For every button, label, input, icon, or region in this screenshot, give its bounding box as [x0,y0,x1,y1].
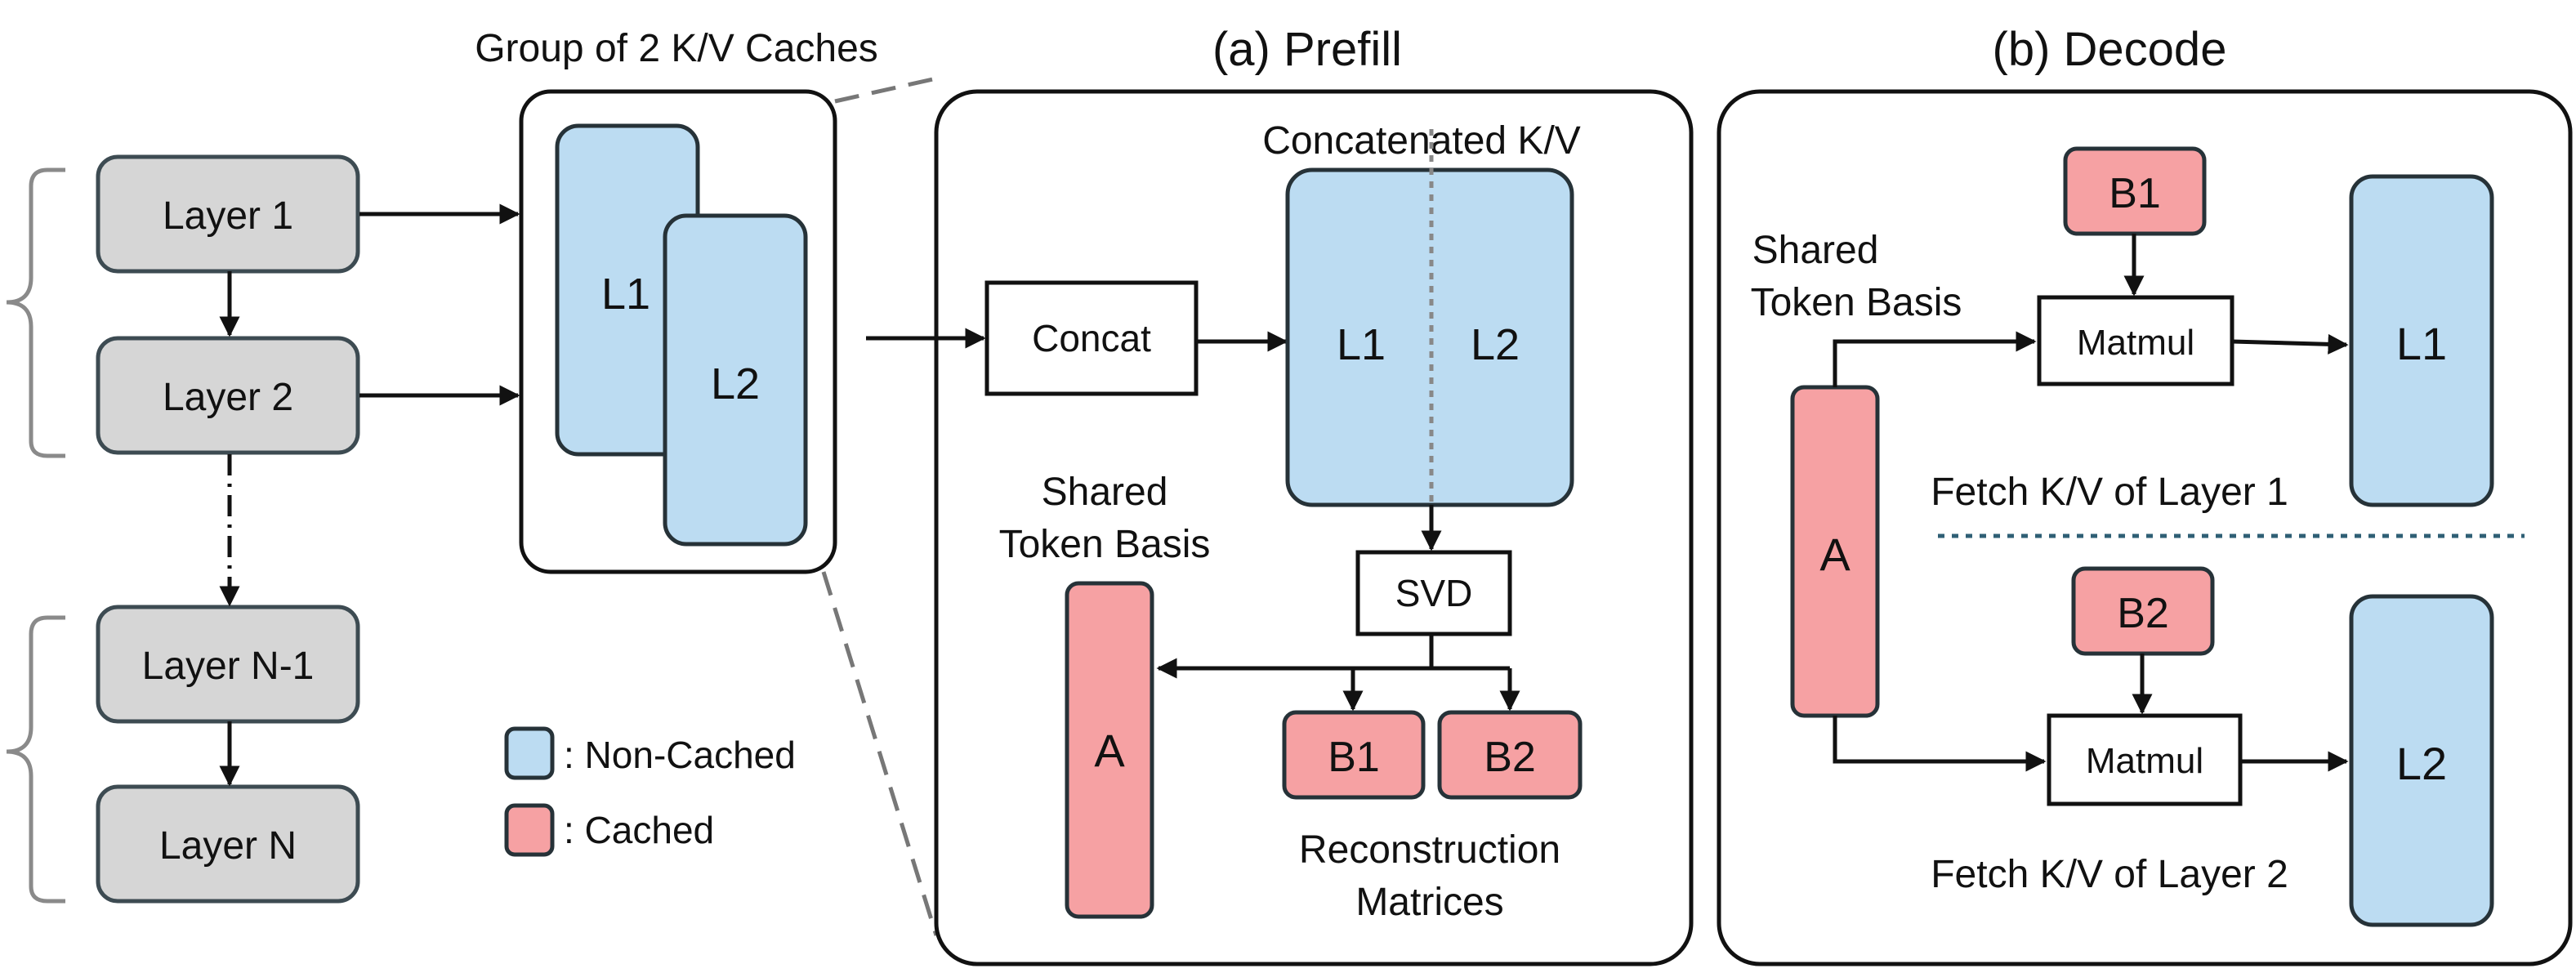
layer-2-box: Layer 2 [96,336,360,455]
decode-l1-label: L1 [2396,318,2447,369]
decode-b2-matrix: B2 [2071,566,2215,656]
group-l2-cache: L2 [663,213,808,547]
group-l2-label: L2 [711,359,760,408]
decode-shared-basis-line2: Token Basis [1751,281,1962,324]
brace-bottom [6,615,65,904]
prefill-b2-label: B2 [1484,734,1536,781]
concatenated-kv-label: Concatenated K/V [1262,119,1581,163]
decode-b2-label: B2 [2117,590,2169,637]
layer-1-label: Layer 1 [163,194,293,238]
layer-n-box: Layer N [96,784,360,904]
prefill-shared-basis-line2: Token Basis [999,523,1211,566]
decode-l2-label: L2 [2396,738,2447,789]
reconstruction-line1: Reconstruction [1299,828,1560,872]
group-title: Group of 2 K/V Caches [475,27,878,70]
svd-box: SVD [1355,550,1512,636]
concatenated-l2-label: L2 [1471,320,1520,369]
matmul2-label: Matmul [2086,741,2203,781]
matmul1-box: Matmul [2037,295,2234,386]
legend-cached-label: : Cached [564,809,714,851]
fetch-layer2-label: Fetch K/V of Layer 2 [1931,853,2288,896]
decode-l1-cache: L1 [2349,174,2494,507]
prefill-shared-basis-line1: Shared [1042,471,1168,514]
matmul1-label: Matmul [2077,323,2194,363]
layer-n-label: Layer N [159,824,297,868]
layer-n-minus-1-label: Layer N-1 [142,645,315,688]
group-l1-cache: L1 [555,123,700,457]
prefill-b2-matrix: B2 [1437,710,1583,800]
brace-top [6,167,65,458]
concat-box: Concat [984,280,1199,396]
prefill-title: (a) Prefill [1212,23,1402,76]
cache-group-panel [519,89,837,574]
decode-shared-basis-line1: Shared [1752,229,1879,272]
arrow-a-to-matmul2 [1833,716,2047,772]
decode-panel [1717,89,2573,966]
matmul2-box: Matmul [2047,713,2243,806]
decode-title: (b) Decode [1993,23,2227,76]
prefill-a-label: A [1094,725,1125,776]
layer-1-box: Layer 1 [96,154,360,274]
fetch-layer1-label: Fetch K/V of Layer 1 [1931,471,2288,514]
legend-non-cached-label: : Non-Cached [564,734,796,776]
concat-label: Concat [1032,317,1151,359]
legend-non-cached-swatch [504,726,555,780]
layer-2-label: Layer 2 [163,376,293,419]
legend-cached-swatch [504,803,555,857]
prefill-b1-matrix: B1 [1282,710,1426,800]
arrow-a-to-matmul1 [1833,331,2037,387]
prefill-panel [934,89,1694,966]
reconstruction-line2: Matrices [1355,881,1503,924]
decode-a-matrix: A [1790,385,1880,718]
prefill-b1-label: B1 [1328,734,1380,781]
decode-b1-label: B1 [2109,170,2161,217]
decode-a-label: A [1819,529,1851,580]
arrow-matmul1-to-l1 [2231,333,2349,355]
zoom-line-top [834,76,937,104]
svd-label: SVD [1395,572,1473,614]
zoom-line-bottom [821,571,939,936]
group-l1-label: L1 [601,270,650,319]
layer-n-minus-1-box: Layer N-1 [96,605,360,724]
concatenated-l1-label: L1 [1337,320,1386,369]
prefill-a-matrix: A [1065,581,1154,919]
decode-l2-cache: L2 [2349,594,2494,927]
decode-b1-matrix: B1 [2063,146,2207,236]
concatenated-kv-box: L1 L2 [1285,129,1574,507]
